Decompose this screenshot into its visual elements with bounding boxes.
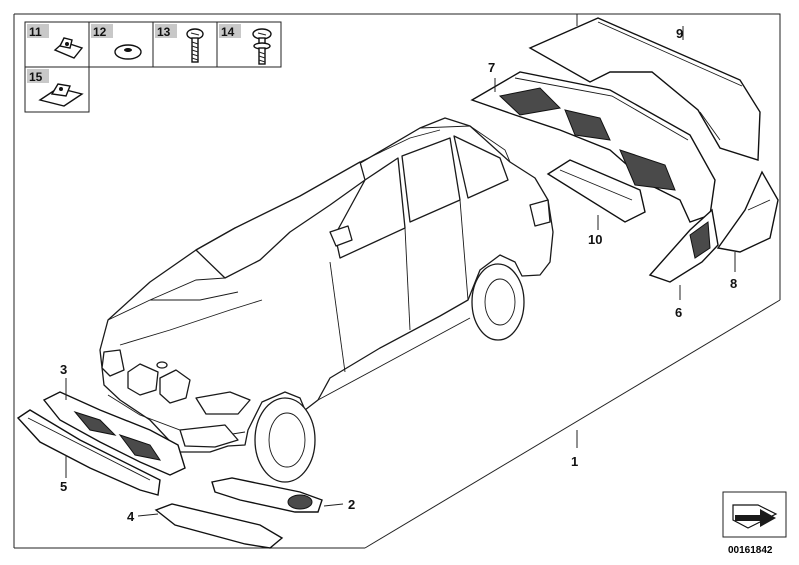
clip-nut-icon	[53, 37, 84, 59]
part-9-rear-spoiler	[528, 17, 761, 161]
part-7-bumper-carrier	[470, 71, 716, 223]
leader-lines	[65, 14, 736, 517]
callout-6: 6	[675, 305, 682, 320]
callout-9: 9	[676, 26, 683, 41]
catalog-arrow-icon	[722, 491, 787, 538]
part-4-lower-lip	[154, 503, 284, 549]
part-6-diffuser	[648, 208, 719, 283]
callout-3: 3	[60, 362, 67, 377]
callout-4: 4	[127, 509, 135, 524]
callout-2: 2	[348, 497, 355, 512]
washer-icon	[114, 44, 142, 60]
spring-nut-icon	[38, 83, 84, 107]
part-5-front-spoiler	[16, 409, 161, 496]
callout-1: 1	[571, 454, 578, 469]
assembly-boundary	[13, 13, 781, 549]
fastener-label-11: 11	[29, 25, 42, 39]
fastener-grid: 11 12 13 14 15	[24, 21, 282, 113]
part-10-skid-plate	[546, 159, 646, 223]
fastener-label-13: 13	[157, 25, 171, 39]
callout-10: 10	[588, 232, 602, 247]
vehicle-outline	[99, 117, 554, 483]
fastener-label-14: 14	[221, 25, 235, 39]
screw-icon	[186, 28, 204, 63]
catalog-code: 00161842	[728, 545, 773, 556]
flange-screw-icon	[252, 28, 272, 65]
fastener-label-12: 12	[93, 25, 107, 39]
callout-5: 5	[60, 479, 67, 494]
fastener-label-15: 15	[29, 70, 43, 84]
callout-7: 7	[488, 60, 495, 75]
callout-8: 8	[730, 276, 737, 291]
part-8-side-trim	[716, 170, 779, 253]
part-3-grille-carrier	[42, 391, 186, 476]
part-2-fog-trim	[211, 477, 323, 513]
